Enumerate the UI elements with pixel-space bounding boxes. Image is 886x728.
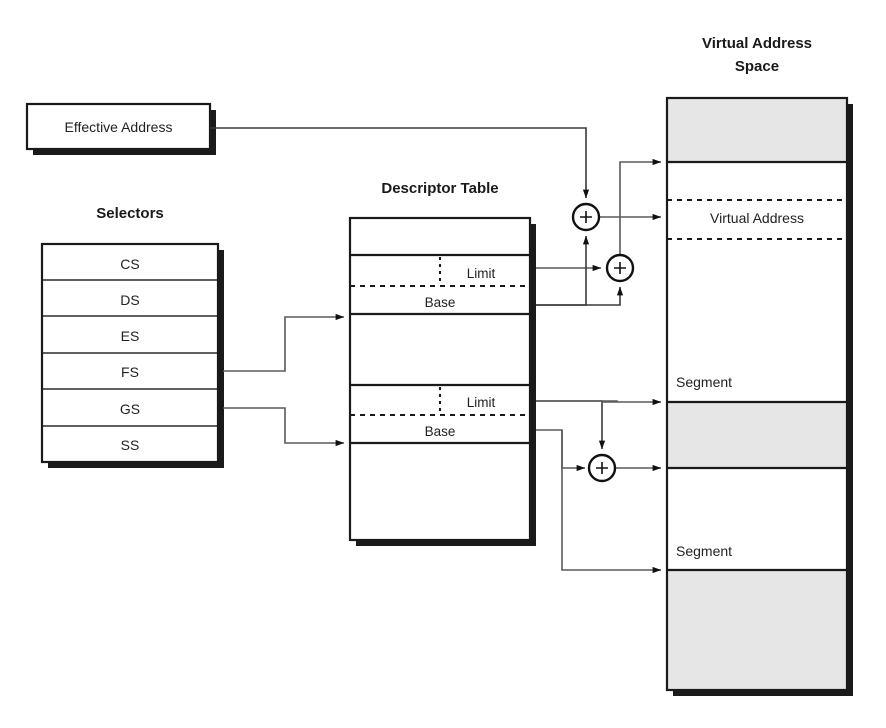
connector-base2-to-adder3 — [536, 429, 586, 472]
connector-adder2-to-vas-top — [619, 158, 662, 255]
selector-label-fs: FS — [121, 364, 139, 380]
selector-row-cs[interactable]: CS — [120, 256, 139, 272]
connector-base2-to-vas-segment2 — [561, 430, 662, 574]
effective-address-box[interactable]: Effective Address — [25, 102, 216, 155]
vas-segment-label-2: Segment — [676, 543, 732, 559]
descriptor-base-label-2: Base — [425, 424, 456, 439]
selector-label-gs: GS — [120, 401, 140, 417]
selector-row-gs[interactable]: GS — [120, 401, 140, 417]
adder-effective-plus-base — [571, 202, 601, 232]
selector-row-fs[interactable]: FS — [121, 364, 139, 380]
effective-address-label: Effective Address — [65, 119, 173, 135]
selector-label-cs: CS — [120, 256, 139, 272]
selector-label-es: ES — [121, 328, 140, 344]
vas-title-line-2: Space — [735, 58, 779, 75]
selector-row-es[interactable]: ES — [121, 328, 140, 344]
connector-base1-to-adder2 — [536, 286, 624, 306]
selector-label-ds: DS — [120, 292, 139, 308]
virtual-address-label: Virtual Address — [710, 210, 804, 226]
connector-base1-to-adder1 — [536, 235, 590, 306]
vas-segment-label-1: Segment — [676, 374, 732, 390]
selectors-box: CS DS ES FS GS SS — [40, 242, 224, 468]
selector-label-ss: SS — [121, 437, 140, 453]
connector-effective-address-to-adder1 — [210, 127, 590, 199]
descriptor-limit-label-2: Limit — [467, 395, 496, 410]
connector-selector-fs-to-descriptor-1 — [223, 313, 345, 372]
connector-limit2-to-adder3 — [536, 400, 606, 450]
vas-title-line-1: Virtual Address — [702, 35, 812, 52]
vas-gray-band-3 — [667, 570, 847, 690]
selectors-heading: Selectors — [96, 205, 164, 222]
vas-gray-band-1 — [667, 98, 847, 162]
descriptor-table-box: Limit Base Limit Base — [348, 216, 536, 546]
connector-selector-gs-to-descriptor-2 — [223, 407, 345, 447]
selector-row-ss[interactable]: SS — [121, 437, 140, 453]
descriptor-table-heading: Descriptor Table — [381, 180, 498, 197]
vas-gray-band-2 — [667, 402, 847, 468]
virtual-address-space-box: Virtual Address Segment Segment — [665, 96, 853, 696]
selector-row-ds[interactable]: DS — [120, 292, 139, 308]
vas-title: Virtual Address Space — [702, 35, 812, 75]
adder-limit-plus-base — [605, 253, 635, 283]
descriptor-entry-1[interactable]: Limit Base — [350, 253, 530, 316]
descriptor-entry-2[interactable]: Limit Base — [350, 383, 530, 445]
adder-limit-plus-base-2 — [587, 453, 617, 483]
descriptor-base-label-1: Base — [425, 295, 456, 310]
selector-row-separators — [42, 279, 218, 427]
descriptor-limit-label-1: Limit — [467, 266, 496, 281]
